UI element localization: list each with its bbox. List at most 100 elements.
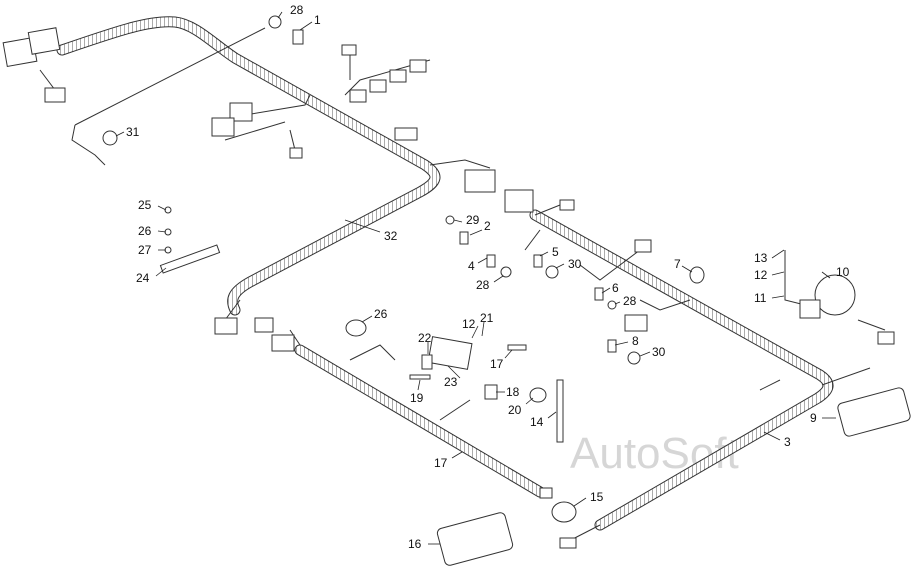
connector-relay-b <box>211 117 235 137</box>
main-harness-tube-inner <box>57 17 440 315</box>
connector-mid-2 <box>394 127 418 141</box>
callouts: 28 1 31 32 29 2 4 5 30 28 7 6 28 8 30 13… <box>126 3 850 551</box>
sensor-1 <box>292 29 304 45</box>
watermark: AutoSoft <box>570 429 739 478</box>
callout-28: 28 <box>290 3 304 17</box>
callout-6: 6 <box>612 281 619 295</box>
connector-block-left-2 <box>27 27 61 55</box>
bolt-19 <box>409 374 431 380</box>
callout-12: 12 <box>754 268 768 282</box>
connector-rear-lamp <box>559 537 577 549</box>
callout-11: 11 <box>754 291 767 305</box>
callout-20: 20 <box>508 403 522 417</box>
connector-small-left <box>44 87 66 103</box>
bushing-18 <box>484 384 498 400</box>
callout-23: 23 <box>444 375 458 389</box>
callout-15: 15 <box>590 490 604 504</box>
terminal-29 <box>445 215 455 225</box>
callout-13: 13 <box>754 251 768 265</box>
right-lamp-wire <box>821 367 871 386</box>
parts <box>2 15 911 566</box>
connector-bottom-left <box>539 487 553 499</box>
callout-1: 1 <box>314 13 321 27</box>
part-22 <box>421 354 433 370</box>
callout-26: 26 <box>138 224 152 238</box>
connector-row-2 <box>369 79 387 93</box>
connector-relay-a <box>229 102 253 122</box>
grommet-26 <box>345 319 367 337</box>
callout-30: 30 <box>652 345 666 359</box>
callout-10: 10 <box>836 265 850 279</box>
callout-17: 17 <box>434 456 448 470</box>
cap-30-top <box>545 265 559 279</box>
wires <box>39 27 886 421</box>
callout-21: 21 <box>480 311 494 325</box>
connector-center-block <box>504 189 534 213</box>
callout-22: 22 <box>418 331 432 345</box>
callout-17: 17 <box>490 357 504 371</box>
plate-23 <box>427 336 473 370</box>
callout-24: 24 <box>136 271 150 285</box>
harness-tubes <box>56 16 871 544</box>
callout-5: 5 <box>552 245 559 259</box>
terminal-28-top <box>268 15 282 29</box>
callout-27: 27 <box>138 243 152 257</box>
connector-mid-1 <box>289 147 303 159</box>
terminal-28-mid <box>500 266 512 278</box>
connector-right-2 <box>624 314 648 332</box>
cap-30-bottom <box>627 351 641 365</box>
leader-lines <box>115 11 836 545</box>
callout-7: 7 <box>674 257 681 271</box>
callout-30: 30 <box>568 257 582 271</box>
callout-4: 4 <box>468 259 475 273</box>
callout-31: 31 <box>126 125 140 139</box>
terminal-28-right <box>607 300 617 310</box>
callout-19: 19 <box>410 391 424 405</box>
sensor-4 <box>486 254 496 268</box>
lower-harness-tube-inner <box>295 345 545 497</box>
horn-bracket <box>799 299 821 319</box>
callout-14: 14 <box>530 415 544 429</box>
callout-2: 2 <box>484 219 491 233</box>
callout-26: 26 <box>374 307 388 321</box>
sensor-2 <box>459 231 469 245</box>
connector-left-bottom-2 <box>254 317 274 333</box>
connector-left-bottom-1 <box>214 317 238 335</box>
connector-top-center <box>341 44 357 56</box>
sensor-6 <box>594 287 604 301</box>
callout-28: 28 <box>476 278 490 292</box>
connector-row-4 <box>409 59 427 73</box>
callout-25: 25 <box>138 198 152 212</box>
callout-28: 28 <box>623 294 637 308</box>
front-harness-tube-inner <box>530 210 833 530</box>
lamp-16 <box>436 512 514 566</box>
bracket-24 <box>159 244 221 274</box>
grommet-15 <box>551 501 577 523</box>
bolt-14 <box>556 379 564 443</box>
terminal-25 <box>164 206 172 214</box>
ground-terminal-31 <box>102 130 118 146</box>
callout-3: 3 <box>784 435 791 449</box>
callout-12: 12 <box>462 317 476 331</box>
callout-18: 18 <box>506 385 520 399</box>
connector-fuse-box <box>464 169 496 193</box>
sensor-5 <box>533 254 543 268</box>
callout-9: 9 <box>810 411 817 425</box>
connector-right-1 <box>634 239 652 253</box>
horn-10 <box>814 274 856 316</box>
lamp-9 <box>837 387 911 437</box>
connector-far-right <box>877 331 895 345</box>
part-20 <box>529 387 547 403</box>
callout-29: 29 <box>466 213 480 227</box>
connector-row-3 <box>389 69 407 83</box>
callout-32: 32 <box>384 229 398 243</box>
sensor-8 <box>607 339 617 353</box>
part-7 <box>689 266 705 284</box>
callout-16: 16 <box>408 537 422 551</box>
connector-row-1 <box>349 89 367 103</box>
callout-8: 8 <box>632 334 639 348</box>
clip-17-top <box>507 344 527 351</box>
connector-left-bottom-3 <box>271 334 295 352</box>
connector-center-small <box>559 199 575 211</box>
